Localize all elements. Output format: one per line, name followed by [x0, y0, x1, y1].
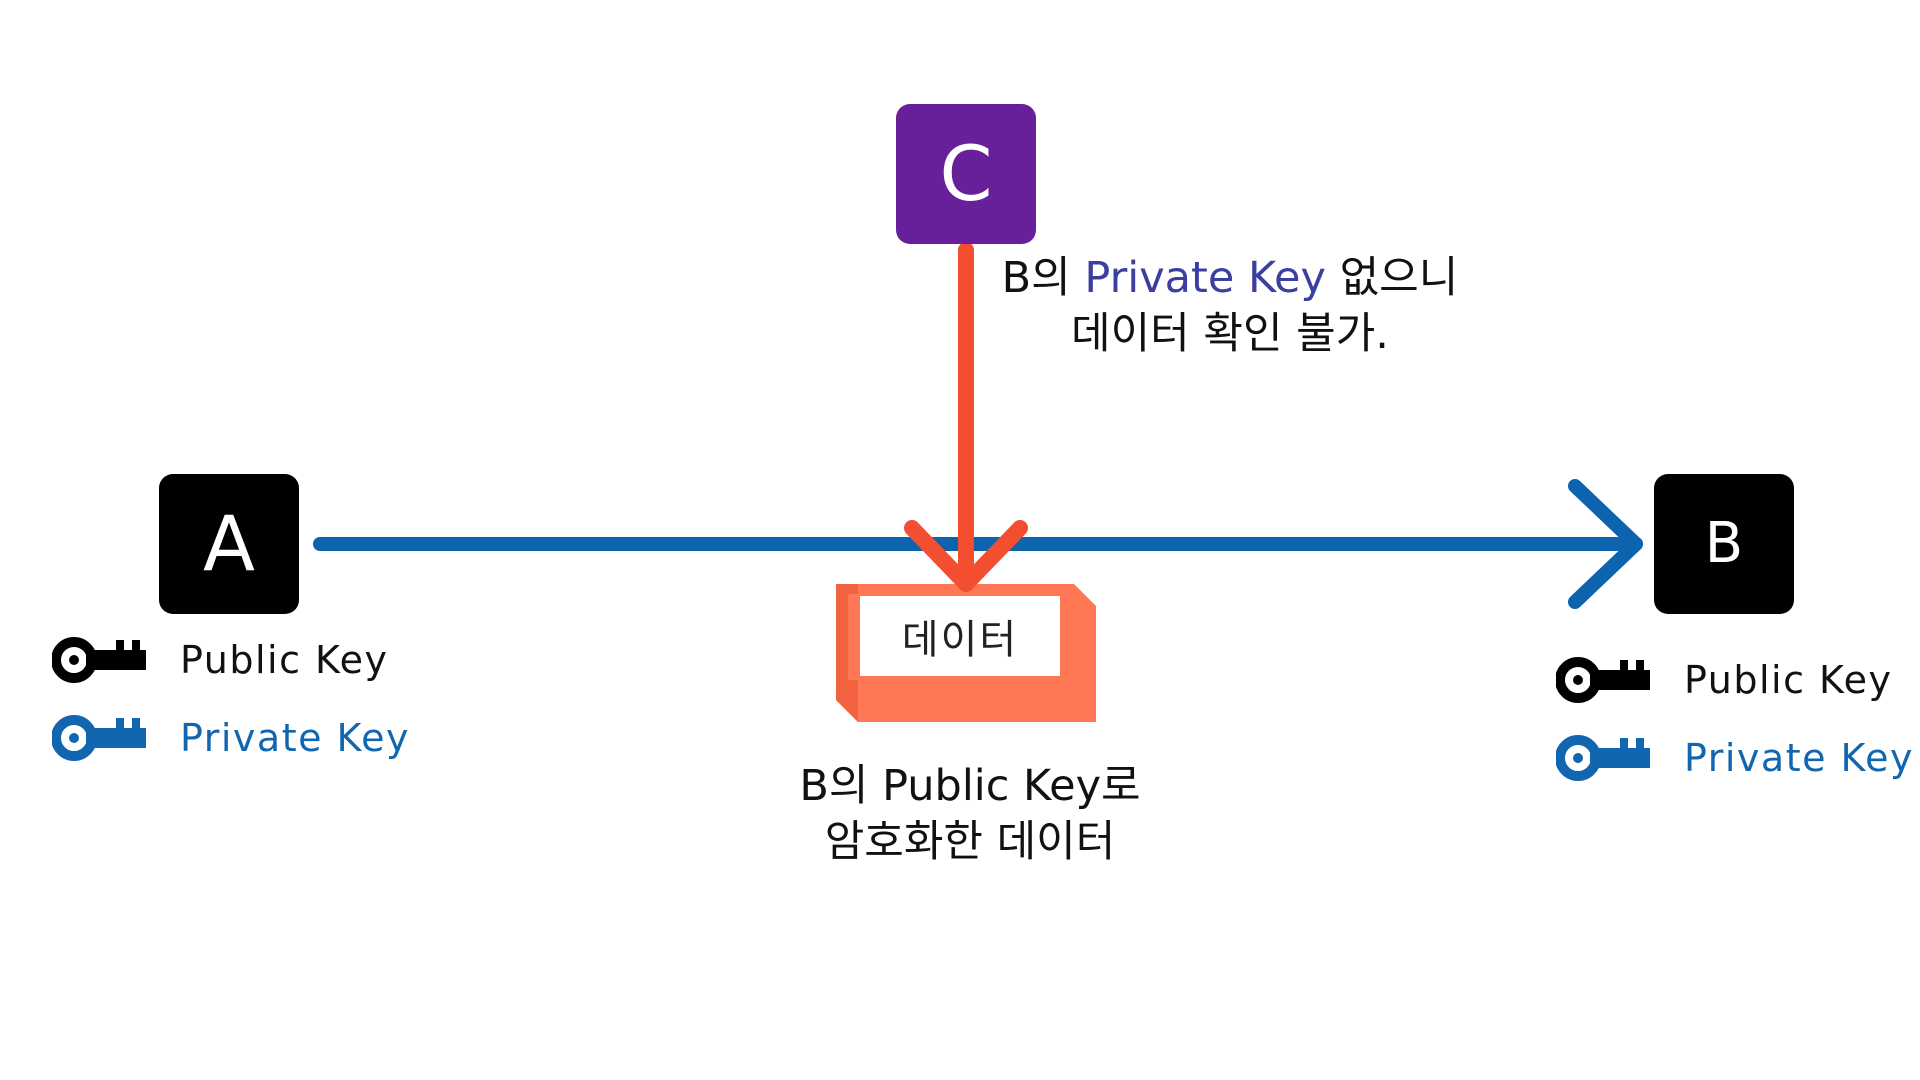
node-a-public-key: Public Key: [52, 636, 388, 684]
note-prefix: B의: [1001, 253, 1085, 303]
public-key-label: Public Key: [180, 638, 389, 682]
flow-arrowhead: [1568, 479, 1643, 609]
intercept-arrowhead: [904, 520, 1028, 592]
note-highlight: Private Key: [1084, 253, 1326, 303]
node-c-label: C: [939, 129, 993, 218]
caption-line2: 암호화한 데이터: [824, 817, 1116, 867]
node-b-public-key: Public Key: [1556, 656, 1892, 704]
packet-label: 데이터: [901, 617, 1019, 663]
key-icon: [1556, 656, 1650, 704]
interception-note: B의 Private Key 없으니 데이터 확인 불가.: [970, 250, 1490, 362]
node-b-private-key: Private Key: [1556, 734, 1914, 782]
node-a: A: [159, 474, 299, 614]
encrypted-data-caption: B의 Public Key로 암호화한 데이터: [760, 758, 1180, 870]
key-icon: [52, 636, 146, 684]
public-key-label: Public Key: [1684, 658, 1893, 702]
key-icon: [1556, 734, 1650, 782]
node-a-private-key: Private Key: [52, 714, 410, 762]
key-icon: [52, 714, 146, 762]
node-b-label: B: [1704, 511, 1744, 576]
node-c: C: [896, 104, 1036, 244]
note-suffix: 없으니: [1325, 253, 1459, 303]
node-b: B: [1654, 474, 1794, 614]
node-a-label: A: [203, 499, 255, 588]
interception-note-line1: B의 Private Key 없으니: [970, 250, 1490, 306]
caption-line1: B의 Public Key로: [799, 761, 1141, 811]
private-key-label: Private Key: [1684, 736, 1914, 780]
data-packet: [836, 584, 1096, 722]
private-key-label: Private Key: [180, 716, 410, 760]
interception-note-line2: 데이터 확인 불가.: [1071, 309, 1389, 359]
